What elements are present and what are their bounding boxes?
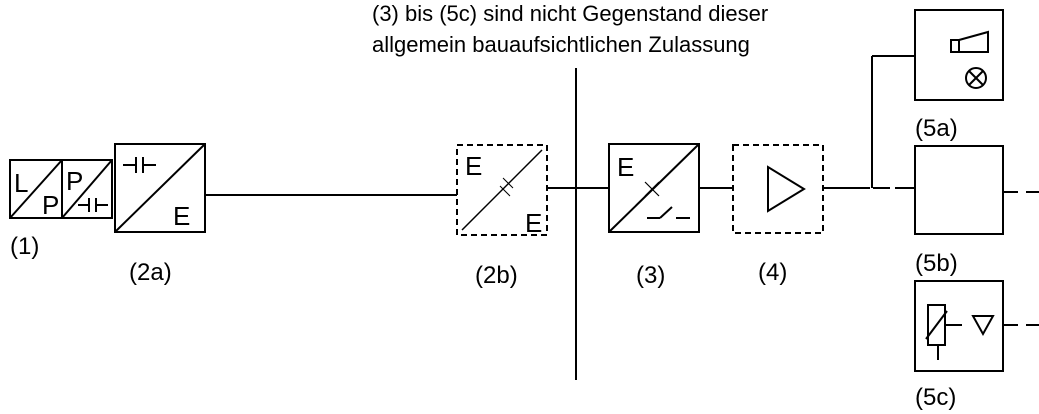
block-1-L-symbol: L — [14, 168, 28, 198]
block-1b-diagonal — [61, 159, 113, 219]
capacitor-icon — [78, 198, 108, 212]
block-1-P-symbol: P — [42, 190, 59, 220]
note-line-2: allgemein bauaufsichtlichen Zulassung — [372, 32, 750, 57]
switch-icon — [647, 206, 690, 219]
block-3: E — [608, 143, 700, 233]
caption-1: (1) — [10, 233, 39, 260]
caption-4: (4) — [758, 259, 787, 286]
block-2a-diagonal — [114, 143, 206, 233]
block-2a-frame — [114, 143, 206, 233]
caption-5b: (5b) — [915, 250, 958, 277]
triangle-down-icon — [971, 315, 995, 337]
relay-coil-icon — [925, 304, 962, 360]
block-2a: E — [114, 143, 206, 233]
block-3-E-symbol: E — [617, 152, 634, 182]
block-3-diagonal — [608, 143, 700, 233]
block-5c — [914, 280, 1039, 372]
caption-3: (3) — [636, 262, 665, 289]
block-2b-frame — [456, 144, 548, 236]
caption-5c: (5c) — [915, 384, 956, 411]
block-3-cross-2 — [644, 181, 660, 197]
horn-icon — [950, 30, 989, 53]
block-2b-diagonal — [461, 149, 543, 231]
block-2b-cross-2 — [502, 177, 514, 189]
amplifier-triangle-icon — [767, 165, 806, 213]
block-2b-E-bottom-symbol: E — [525, 208, 542, 238]
block-2b-E-top-symbol: E — [465, 151, 482, 181]
block-2b-cross-1 — [499, 185, 511, 197]
caption-2a: (2a) — [129, 259, 172, 286]
caption-2b: (2b) — [475, 262, 518, 289]
block-5b — [914, 145, 1039, 235]
block-4-frame — [732, 144, 824, 234]
block-1-detector: L P P — [9, 159, 113, 220]
capacitor-icon — [123, 156, 156, 174]
block-5a — [914, 9, 1004, 101]
caption-5a: (5a) — [915, 115, 958, 142]
block-4 — [732, 144, 824, 234]
lamp-icon — [965, 67, 987, 89]
block-5a-frame — [914, 9, 1004, 101]
block-1b-P-symbol: P — [66, 166, 83, 196]
block-5b-frame — [914, 145, 1004, 235]
block-1b-frame — [61, 159, 113, 219]
block-2b: E E — [456, 144, 548, 238]
note-line-1: (3) bis (5c) sind nicht Gegenstand diese… — [372, 1, 768, 26]
block-2a-E-symbol: E — [173, 201, 190, 231]
block-1a-diagonal — [9, 159, 63, 219]
